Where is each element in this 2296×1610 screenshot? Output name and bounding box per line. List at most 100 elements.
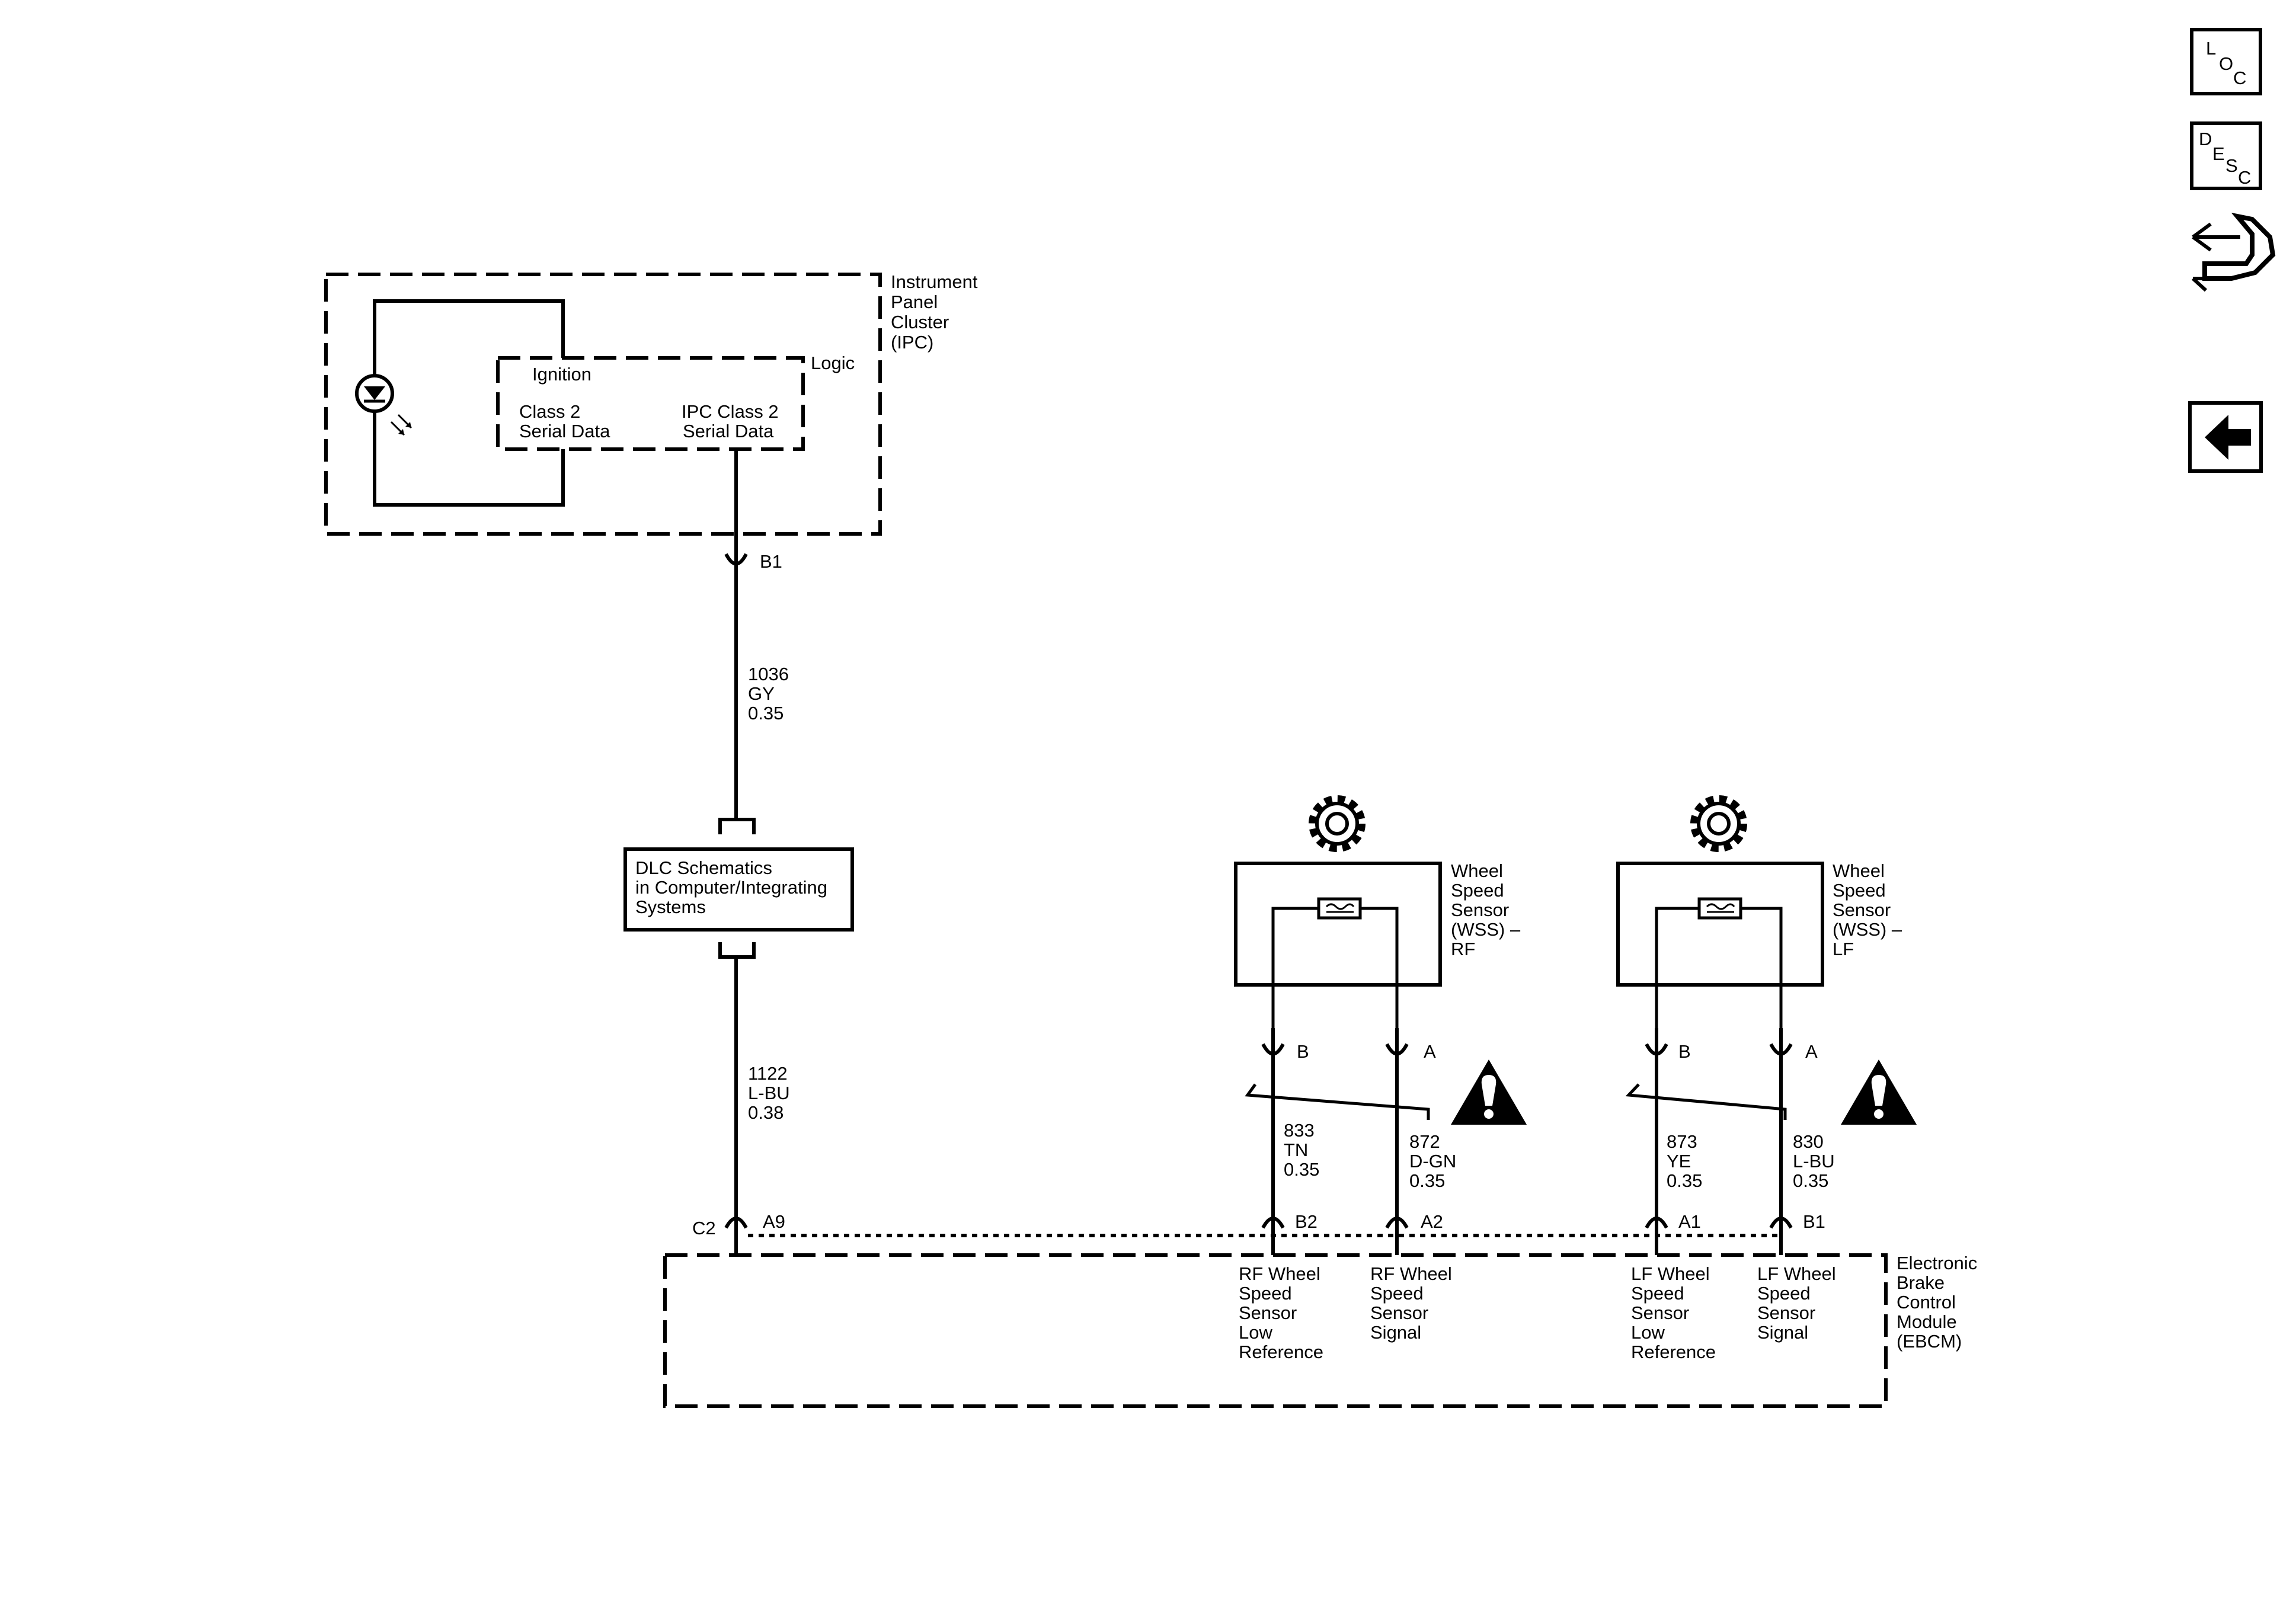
ipc-title: Instrument Panel Cluster (IPC) <box>891 271 978 353</box>
ebcm-lf-low-ref-1: LF Wheel <box>1631 1263 1710 1284</box>
ipc-serial-label-2: Serial Data <box>683 421 774 441</box>
hand-pointer-icon[interactable] <box>2191 212 2276 292</box>
ignition-label-2: Class 2 <box>519 401 580 422</box>
ebcm-pin-b1: B1 <box>1803 1211 1825 1232</box>
warning-icon-lf[interactable] <box>1841 1060 1917 1125</box>
wss-rf-box[interactable] <box>1234 862 1442 987</box>
desc-button[interactable]: D E S C <box>2190 121 2262 190</box>
wss-rf-title-1: Wheel <box>1451 860 1503 881</box>
ebcm-pin-b2: B2 <box>1295 1211 1318 1232</box>
dlc-connector-top <box>718 818 756 834</box>
ipc-title-line-1: Instrument <box>891 271 978 292</box>
ebcm-lf-low-ref-4: Low <box>1631 1322 1665 1343</box>
wss-lf-title-2: Speed <box>1833 880 1886 901</box>
ignition-label-3: Serial Data <box>519 421 610 441</box>
ignition-label-1: Ignition <box>532 364 591 385</box>
ebcm-connector-b1 <box>1769 1217 1793 1255</box>
ebcm-lf-signal-2: Speed <box>1757 1283 1811 1304</box>
wire-upper-circuit: 1036 <box>748 664 789 684</box>
ebcm-title-line-1: Electronic <box>1897 1253 1977 1273</box>
ebcm-title-line-2: Brake <box>1897 1272 1945 1293</box>
wss-lf-title: Wheel Speed Sensor (WSS) – LF <box>1833 860 1902 959</box>
ebcm-label-lf-signal: LF Wheel Speed Sensor Signal <box>1757 1263 1836 1343</box>
gear-icon-rf <box>1309 795 1366 852</box>
wire-872-circuit: 872 <box>1409 1131 1440 1152</box>
wire-lower-circuit: 1122 <box>748 1063 788 1084</box>
dlc-line-2: in Computer/Integrating <box>635 877 827 898</box>
ebcm-label-lf-low-ref: LF Wheel Speed Sensor Low Reference <box>1631 1263 1716 1362</box>
wss-rf-title-4: (WSS) – <box>1451 919 1521 940</box>
loc-button[interactable]: L O C <box>2190 28 2262 95</box>
wire-833-circuit: 833 <box>1284 1120 1315 1141</box>
ebcm-title-line-4: Module <box>1897 1311 1957 1332</box>
ipc-dashed-box <box>324 273 882 536</box>
wire-830-circuit: 830 <box>1793 1131 1824 1152</box>
ebcm-lf-signal-1: LF Wheel <box>1757 1263 1836 1284</box>
sensor-element-lf <box>1697 897 1742 920</box>
sensor-element-rf <box>1317 897 1362 920</box>
logic-dashed-box <box>496 356 805 451</box>
wire-lower-color: L-BU <box>748 1083 790 1103</box>
twisted-pair-mark-lf <box>1625 1083 1787 1120</box>
ebcm-lf-low-ref-5: Reference <box>1631 1342 1716 1362</box>
ebcm-conn-c2: C2 <box>692 1218 716 1238</box>
logic-label: Logic <box>811 353 855 373</box>
wss-lf-title-5: LF <box>1833 939 1854 959</box>
ebcm-lf-low-ref-3: Sensor <box>1631 1302 1689 1323</box>
ebcm-rf-low-ref-4: Low <box>1239 1322 1272 1343</box>
ebcm-rf-signal-2: Speed <box>1370 1283 1424 1304</box>
desc-button-letter-4: C <box>2238 167 2251 188</box>
ebcm-rf-signal-1: RF Wheel <box>1370 1263 1452 1284</box>
ebcm-label-rf-low-ref: RF Wheel Speed Sensor Low Reference <box>1239 1263 1323 1362</box>
ebcm-rf-low-ref-3: Sensor <box>1239 1302 1297 1323</box>
wss-lf-box[interactable] <box>1616 862 1824 987</box>
wire-873-color: YE <box>1667 1151 1691 1172</box>
wire-830-color: L-BU <box>1793 1151 1835 1172</box>
wss-rf-title-2: Speed <box>1451 880 1504 901</box>
ipc-title-line-3: Cluster <box>891 312 949 332</box>
wss-rf-pin-a: A <box>1424 1041 1436 1062</box>
wss-lf-pin-a: A <box>1805 1041 1818 1062</box>
dlc-line-1: DLC Schematics <box>635 857 772 878</box>
gear-icon-lf <box>1690 795 1747 852</box>
ebcm-pin-a2: A2 <box>1421 1211 1443 1232</box>
loc-button-letter-1: L <box>2206 38 2216 59</box>
wire-833-color: TN <box>1284 1140 1308 1160</box>
ebcm-title: Electronic Brake Control Module (EBCM) <box>1897 1253 1977 1352</box>
desc-button-letter-3: S <box>2225 155 2238 176</box>
ebcm-title-line-3: Control <box>1897 1292 1956 1313</box>
ebcm-rf-signal-4: Signal <box>1370 1322 1421 1343</box>
wire-lower-gauge: 0.38 <box>748 1102 784 1123</box>
ebcm-connector-a1 <box>1645 1217 1668 1255</box>
wire-872-color: D-GN <box>1409 1151 1456 1172</box>
wire-873-gauge: 0.35 <box>1667 1170 1702 1191</box>
ebcm-rf-low-ref-5: Reference <box>1239 1342 1323 1362</box>
wss-lf-title-1: Wheel <box>1833 860 1885 881</box>
ipc-title-line-4: (IPC) <box>891 332 933 353</box>
wss-rf-title: Wheel Speed Sensor (WSS) – RF <box>1451 860 1521 959</box>
ipc-pin-b1: B1 <box>760 551 782 572</box>
dlc-connector-bottom <box>718 942 756 959</box>
wire-872-gauge: 0.35 <box>1409 1170 1445 1191</box>
dlc-box[interactable] <box>623 847 854 932</box>
ebcm-label-rf-signal: RF Wheel Speed Sensor Signal <box>1370 1263 1452 1343</box>
ebcm-rf-low-ref-2: Speed <box>1239 1283 1292 1304</box>
ebcm-lf-low-ref-2: Speed <box>1631 1283 1684 1304</box>
ebcm-rf-low-ref-1: RF Wheel <box>1239 1263 1320 1284</box>
ebcm-connector-b2 <box>1261 1217 1285 1255</box>
arrow-left-icon <box>2205 415 2251 460</box>
ipc-title-line-2: Panel <box>891 292 938 312</box>
back-button[interactable] <box>2188 401 2263 473</box>
ebcm-lf-signal-4: Signal <box>1757 1322 1808 1343</box>
ebcm-pin-a1: A1 <box>1678 1211 1701 1232</box>
wire-830-gauge: 0.35 <box>1793 1170 1828 1191</box>
ebcm-dashed-box <box>663 1253 1888 1408</box>
dlc-line-3: Systems <box>635 897 706 917</box>
ebcm-connector-a2 <box>1385 1217 1409 1255</box>
wss-lf-pin-b: B <box>1678 1041 1691 1062</box>
ebcm-title-line-5: (EBCM) <box>1897 1331 1962 1352</box>
desc-button-letter-2: E <box>2212 143 2225 164</box>
desc-button-letter-1: D <box>2199 129 2212 149</box>
warning-icon-rf[interactable] <box>1451 1060 1527 1125</box>
